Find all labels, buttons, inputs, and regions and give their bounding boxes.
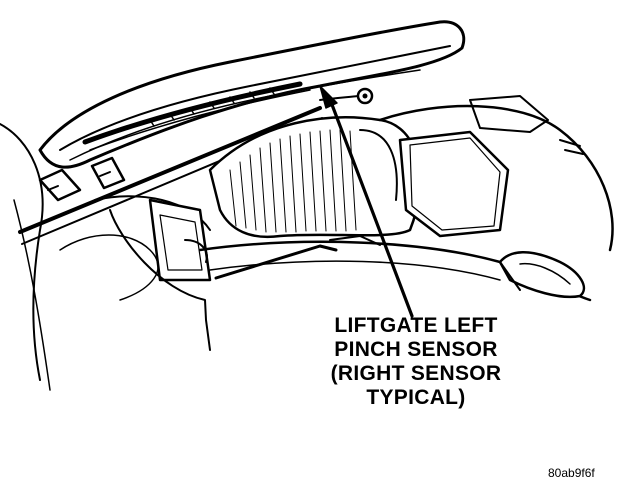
figure-id: 80ab9f6f	[548, 466, 595, 480]
callout-label: LIFTGATE LEFT PINCH SENSOR (RIGHT SENSOR…	[300, 314, 532, 410]
right-trim	[378, 95, 614, 252]
hinge-bracket	[38, 156, 126, 202]
callout-line-2: PINCH SENSOR	[334, 338, 498, 361]
striker-latch	[498, 251, 586, 299]
pinch-sensor-strip	[82, 81, 374, 151]
callout-line-4: TYPICAL)	[366, 386, 466, 409]
interior-trim-panel	[208, 116, 422, 239]
callout-line-1: LIFTGATE LEFT	[334, 314, 498, 337]
leader-arrow	[319, 85, 414, 318]
callout-line-3: (RIGHT SENSOR	[330, 362, 502, 385]
lower-bracket	[109, 198, 212, 351]
